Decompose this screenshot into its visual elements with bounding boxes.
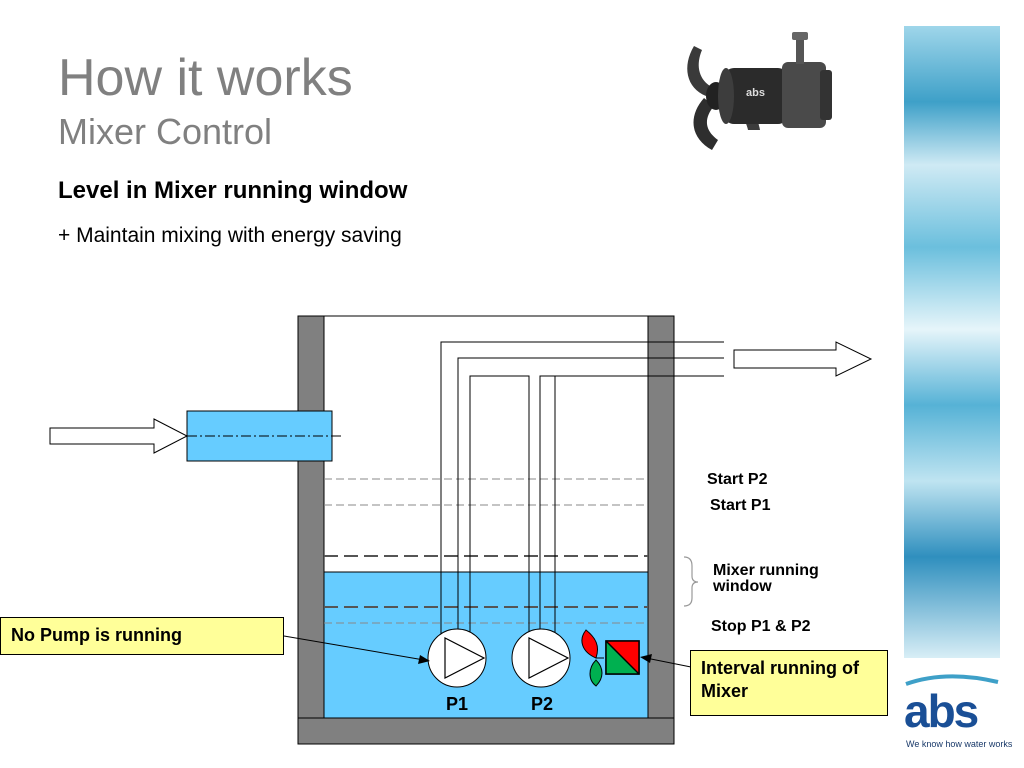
pump-p2-symbol <box>511 628 571 688</box>
window-brace <box>683 556 699 607</box>
discharge-pipe-p1 <box>469 375 530 652</box>
slide-title: How it works <box>58 49 353 107</box>
inlet-flow-arrow <box>49 418 189 454</box>
mixer-product-image: abs <box>687 32 832 150</box>
mixer-blade-green <box>589 659 603 687</box>
pump-p1-label: P1 <box>446 694 469 714</box>
label-stop: Stop P1 & P2 <box>711 618 811 635</box>
outlet-flow-arrow <box>733 341 873 377</box>
pointer-no-pump <box>283 635 425 661</box>
pump-p2-label: P2 <box>531 694 554 714</box>
logo-tagline: We know how water works <box>906 739 1013 749</box>
mixer-blade-red <box>581 629 599 659</box>
discharge-manifold <box>440 341 724 652</box>
water-volume <box>323 571 649 719</box>
mixer-brand-label: abs <box>746 87 765 99</box>
callout-no-pump: No Pump is running <box>0 617 284 655</box>
water-texture-strip <box>904 26 1000 658</box>
tank-wall-right <box>647 315 675 745</box>
label-start-p2: Start P2 <box>707 471 768 488</box>
discharge-pipe-p2 <box>539 375 724 652</box>
mixer-status-box <box>605 640 640 675</box>
tank-wall-left <box>297 315 325 745</box>
tank-floor <box>297 717 675 745</box>
slide-subtitle: Mixer Control <box>58 111 273 152</box>
label-start-p1: Start P1 <box>710 497 771 514</box>
pointer-interval <box>645 657 697 669</box>
pump-p1-symbol <box>427 628 487 688</box>
section-heading: Level in Mixer running window <box>58 177 408 204</box>
abs-logo: abs <box>904 685 979 737</box>
bullet-point: + Maintain mixing with energy saving <box>58 224 402 247</box>
inlet-pipe <box>186 410 333 462</box>
callout-interval-mixer: Interval running of Mixer <box>690 650 888 716</box>
mixer-status-off <box>606 641 639 674</box>
logo-wave-icon <box>905 674 999 686</box>
label-mixer-window: Mixer running window <box>713 562 819 595</box>
